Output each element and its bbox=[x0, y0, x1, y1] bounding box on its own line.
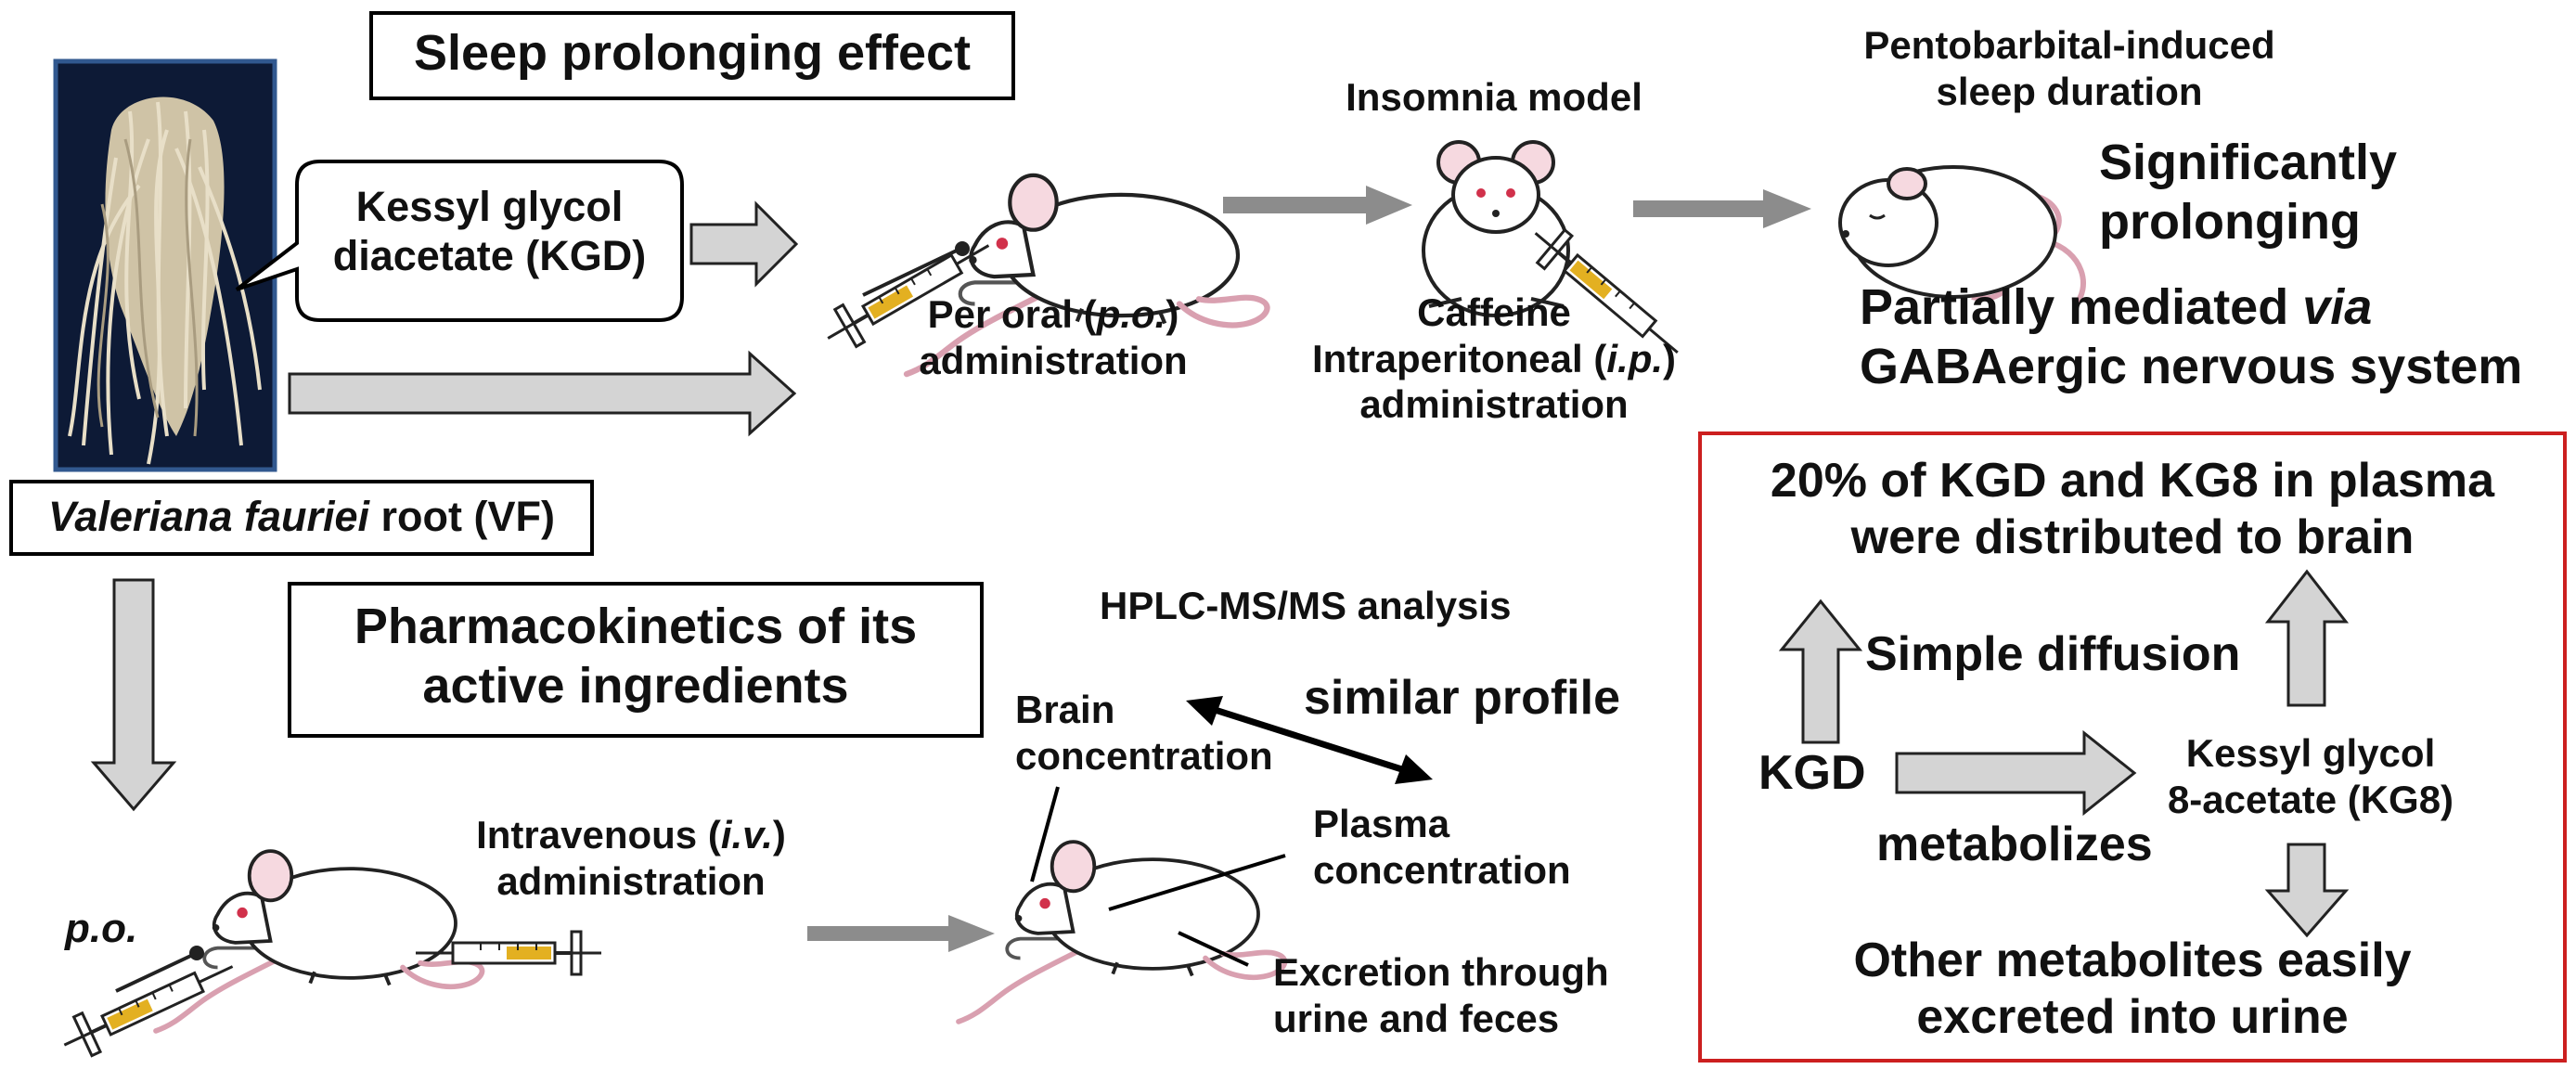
mouse-icon bbox=[156, 851, 483, 1031]
result-line-1: Significantly bbox=[2099, 135, 2398, 190]
ip-line-2: administration bbox=[1359, 382, 1629, 427]
pento-line-2: sleep duration bbox=[1936, 69, 2203, 113]
sleep-title: Sleep prolonging effect bbox=[413, 25, 972, 81]
iv-admin-label: Intravenous (i.v.) administration bbox=[436, 812, 826, 904]
kgd-bubble-line-1: Kessyl glycol bbox=[355, 183, 624, 230]
iv-post: ) bbox=[772, 813, 786, 856]
distribution-line-1: 20% of KGD and KG8 in plasma bbox=[1770, 454, 2495, 508]
iv-line-2: administration bbox=[496, 858, 766, 903]
mediated-label: Partially mediated via GABAergic nervous… bbox=[1860, 278, 2522, 396]
ip-line: Intraperitoneal (i.p.) bbox=[1271, 336, 1717, 382]
distribution-line-2: were distributed to brain bbox=[1850, 510, 2415, 565]
vf-label-box bbox=[9, 480, 594, 556]
iv-italic: i.v. bbox=[720, 813, 773, 856]
result-label: Significantly prolonging bbox=[2099, 134, 2397, 251]
insomnia-mouse-icon bbox=[1422, 140, 1570, 317]
pento-label: Pentobarbital-induced sleep duration bbox=[1828, 22, 2311, 114]
oral-italic: p.o. bbox=[1096, 292, 1166, 336]
similar-profile-label: similar profile bbox=[1304, 671, 1620, 725]
leader-lines bbox=[1030, 786, 1286, 967]
excreted-line-1: Other metabolites easily bbox=[1853, 934, 2412, 987]
plasma-line-2: concentration bbox=[1313, 847, 1571, 892]
iv-pre: Intravenous ( bbox=[476, 813, 721, 856]
brain-line-1: Brain bbox=[1015, 688, 1115, 731]
mediated-line-1: Partially mediated via bbox=[1860, 278, 2522, 338]
vf-label-italic: Valeriana fauriei bbox=[48, 493, 370, 540]
pento-line-1: Pentobarbital-induced bbox=[1863, 23, 2275, 67]
excreted-line-2: excreted into urine bbox=[1916, 990, 2349, 1045]
plasma-line-1: Plasma bbox=[1313, 802, 1450, 845]
ip-pre: Intraperitoneal ( bbox=[1311, 336, 1607, 380]
iv-line-1: Intravenous (i.v.) bbox=[436, 812, 826, 858]
kgd-bubble-line-2: diacetate (KGD) bbox=[332, 232, 647, 280]
excretion-line-2: urine and feces bbox=[1273, 996, 1560, 1040]
sleep-title-box bbox=[369, 11, 1015, 100]
metabolizes-label: metabolizes bbox=[1876, 818, 2153, 871]
mediated-pre: Partially mediated bbox=[1860, 279, 2303, 335]
vf-label: Valeriana fauriei root (VF) bbox=[9, 492, 594, 541]
distribution-label: 20% of KGD and KG8 in plasma were distri… bbox=[1700, 453, 2565, 567]
caffeine-line: Caffeine bbox=[1417, 290, 1571, 334]
oral-line-1: Per oral (p.o.) bbox=[891, 291, 1216, 338]
valeriana-root-photo bbox=[53, 58, 277, 472]
syringe-icon bbox=[53, 945, 244, 1066]
similar-profile-arrow bbox=[1186, 696, 1433, 784]
ip-post: ) bbox=[1663, 336, 1677, 380]
insomnia-title: Insomnia model bbox=[1346, 75, 1642, 119]
pk-title-box bbox=[288, 582, 984, 738]
brain-concentration-label: Brain concentration bbox=[1015, 687, 1273, 779]
vf-label-rest: root (VF) bbox=[369, 493, 555, 540]
caffeine-label: Caffeine Intraperitoneal (i.p.) administ… bbox=[1271, 290, 1717, 428]
plasma-concentration-label: Plasma concentration bbox=[1313, 801, 1571, 893]
kg8-line-1: Kessyl glycol bbox=[2185, 731, 2436, 775]
pk-title-line-2: active ingredients bbox=[422, 657, 849, 714]
oral-admin-label: Per oral (p.o.) administration bbox=[891, 291, 1216, 383]
ip-italic: i.p. bbox=[1606, 336, 1664, 380]
sleeping-mouse-icon bbox=[1838, 165, 2086, 309]
excreted-metabolites-label: Other metabolites easily excreted into u… bbox=[1700, 933, 2565, 1047]
kgd-bubble-text: Kessyl glycol diacetate (KGD) bbox=[297, 182, 682, 280]
kg8-label: Kessyl glycol 8-acetate (KG8) bbox=[2144, 730, 2478, 822]
result-line-2: prolonging bbox=[2099, 193, 2361, 250]
po-label: p.o. bbox=[65, 906, 138, 951]
oral-pre: Per oral ( bbox=[927, 292, 1097, 336]
kg8-line-2: 8-acetate (KG8) bbox=[2167, 777, 2454, 821]
brain-line-2: concentration bbox=[1015, 733, 1273, 778]
mediated-italic: via bbox=[2302, 279, 2373, 335]
arrow-icon bbox=[90, 200, 2350, 938]
hplc-label: HPLC-MS/MS analysis bbox=[1100, 584, 1512, 627]
oral-post: ) bbox=[1166, 292, 1179, 336]
red-box-frame bbox=[1698, 431, 2567, 1063]
pk-title-line-1: Pharmacokinetics of its bbox=[354, 599, 918, 654]
mediated-line-2: GABAergic nervous system bbox=[1860, 338, 2523, 394]
excretion-line-1: Excretion through bbox=[1273, 950, 1609, 994]
excretion-label: Excretion through urine and feces bbox=[1273, 949, 1609, 1041]
kgd-label: KGD bbox=[1758, 746, 1866, 800]
arrow-icon bbox=[807, 186, 1811, 952]
oral-line-2: administration bbox=[919, 338, 1188, 382]
kgd-speech-bubble bbox=[235, 160, 684, 322]
diffusion-label: Simple diffusion bbox=[1865, 627, 2241, 681]
pk-title: Pharmacokinetics of its active ingredien… bbox=[288, 598, 984, 715]
